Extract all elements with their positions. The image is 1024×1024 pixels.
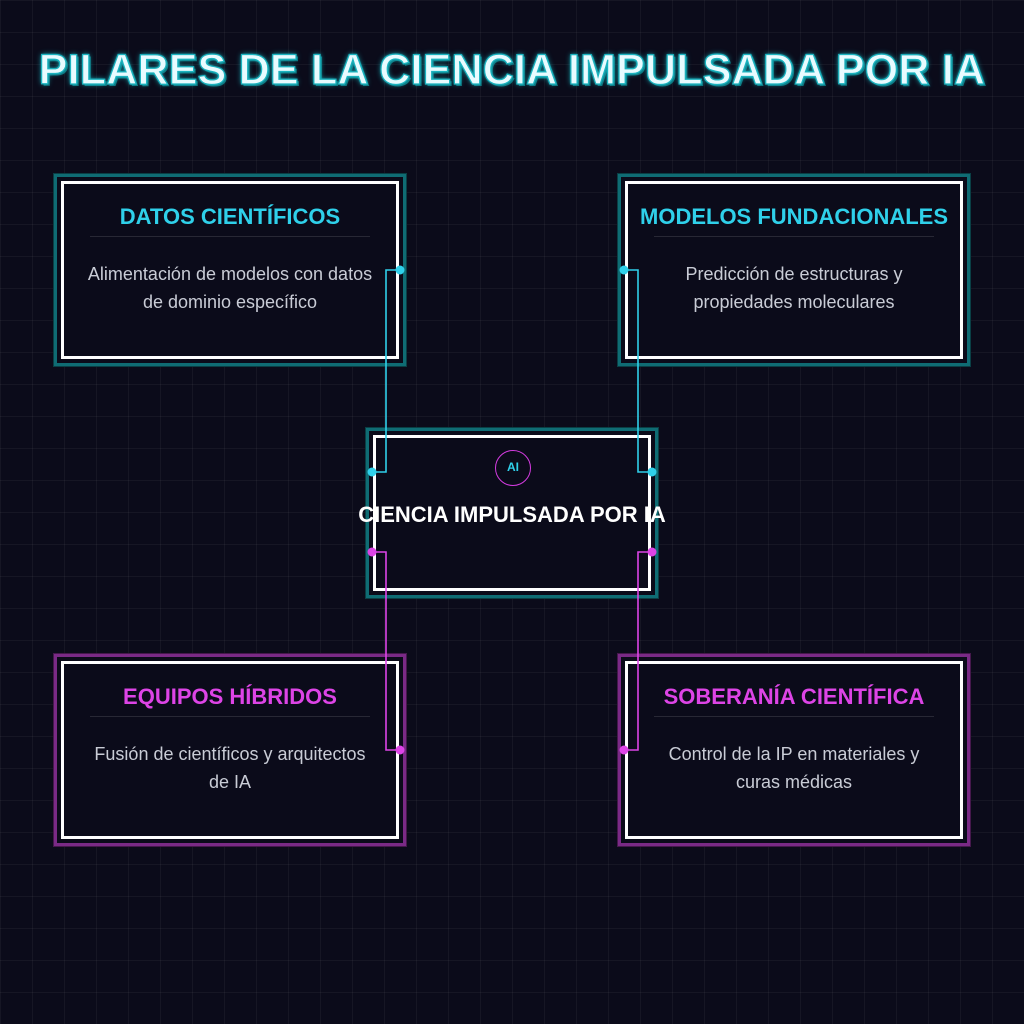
divider	[90, 716, 370, 717]
divider	[90, 236, 370, 237]
pillar-description: Fusión de científicos y arquitectos de I…	[94, 744, 366, 792]
divider	[654, 236, 934, 237]
pillar-card-soberania: SOBERANÍA CIENTÍFICA Control de la IP en…	[618, 654, 970, 846]
pillar-title: DATOS CIENTÍFICOS	[119, 204, 341, 229]
page-title: PILARES DE LA CIENCIA IMPULSADA POR IA	[38, 45, 986, 94]
ai-badge-icon: AI	[495, 450, 531, 486]
pillar-title: EQUIPOS HÍBRIDOS	[123, 684, 337, 709]
pillar-card-equipos: EQUIPOS HÍBRIDOS Fusión de científicos y…	[54, 654, 406, 846]
pillar-description: Predicción de estructuras y propiedades …	[685, 264, 903, 312]
pillar-title: MODELOS FUNDACIONALES	[640, 204, 948, 229]
center-node: AI	[366, 428, 658, 598]
pillar-title: SOBERANÍA CIENTÍFICA	[663, 684, 925, 709]
divider	[654, 716, 934, 717]
pillar-card-datos: DATOS CIENTÍFICOS Alimentación de modelo…	[54, 174, 406, 366]
pillar-description: Control de la IP en materiales y curas m…	[668, 744, 920, 792]
pillar-description: Alimentación de modelos con datos de dom…	[87, 264, 373, 312]
pillar-card-modelos: MODELOS FUNDACIONALES Predicción de estr…	[618, 174, 970, 366]
